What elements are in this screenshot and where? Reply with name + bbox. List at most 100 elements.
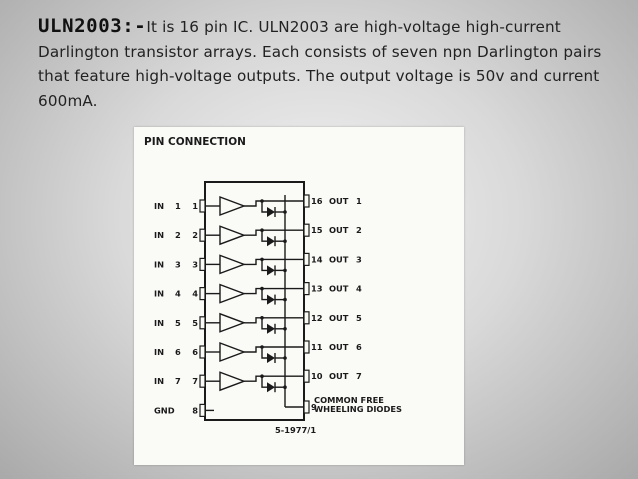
left-pin-index-3: 3 xyxy=(175,259,181,269)
left-pin-number-5: 5 xyxy=(192,318,198,328)
left-pin-stub-2 xyxy=(199,228,206,242)
left-pin-number-4: 4 xyxy=(192,289,198,299)
diode-lead-3 xyxy=(261,259,267,272)
left-pin-index-2: 2 xyxy=(175,230,181,240)
right-pin-label-1: OUT xyxy=(329,196,349,206)
left-pin-stub-7 xyxy=(199,374,206,388)
junction-dot-3 xyxy=(260,257,264,262)
right-pin-index-1: 1 xyxy=(356,196,362,206)
diode-triangle-3 xyxy=(267,265,275,276)
slide-body: It is 16 pin IC. ULN2003 are high-voltag… xyxy=(38,18,602,110)
left-pin-number-1: 1 xyxy=(192,201,198,211)
output-line-2 xyxy=(244,229,304,236)
left-pin-index-4: 4 xyxy=(175,289,181,299)
left-pin-label-2: IN xyxy=(154,230,164,240)
right-pin-index-3: 3 xyxy=(356,254,362,264)
left-pin-stub-6 xyxy=(199,345,206,359)
bus-dot-3 xyxy=(283,268,287,273)
buffer-triangle-5 xyxy=(219,312,246,333)
left-pin-number-8: 8 xyxy=(192,405,198,415)
diode-triangle-6 xyxy=(267,353,275,363)
right-pin-number-4: 13 xyxy=(311,284,323,294)
diode-triangle-1 xyxy=(267,207,275,217)
junction-dot-5 xyxy=(260,316,264,320)
figure-code: 5-1977/1 xyxy=(275,425,316,435)
left-pin-index-5: 5 xyxy=(175,318,181,328)
left-pin-label-7: IN xyxy=(154,376,164,386)
buffer-triangle-1 xyxy=(219,195,246,217)
junction-dot-7 xyxy=(260,374,264,378)
output-line-7 xyxy=(244,375,304,382)
left-pin-stub-8 xyxy=(199,403,206,417)
right-pin-stub-6 xyxy=(303,340,310,354)
bus-dot-2 xyxy=(283,239,287,243)
right-pin-stub-3 xyxy=(303,252,310,267)
pin9-number: 9 xyxy=(311,402,317,412)
left-pin-stub-4 xyxy=(199,287,206,301)
right-pin-index-5: 5 xyxy=(356,313,362,323)
output-line-3 xyxy=(244,258,304,266)
diode-triangle-7 xyxy=(267,382,275,393)
right-pin-label-4: OUT xyxy=(329,284,349,294)
left-pin-label-8: GND xyxy=(154,405,175,415)
bus-dot-4 xyxy=(283,297,287,302)
right-pin-number-1: 16 xyxy=(311,196,323,206)
right-pin-number-3: 14 xyxy=(311,254,323,264)
right-pin-index-2: 2 xyxy=(356,225,362,235)
diode-triangle-2 xyxy=(267,236,275,247)
diode-lead-4 xyxy=(261,288,267,301)
left-pin-index-1: 1 xyxy=(175,201,181,211)
slide-text: ULN2003:-It is 16 pin IC. ULN2003 are hi… xyxy=(38,14,618,113)
left-pin-index-7: 7 xyxy=(175,376,181,386)
pin9-text-line2: WHEELING DIODES xyxy=(314,404,402,414)
right-pin-label-5: OUT xyxy=(329,313,349,323)
left-pin-number-3: 3 xyxy=(192,259,198,269)
right-pin-number-6: 11 xyxy=(311,342,323,352)
right-pin-label-3: OUT xyxy=(329,254,349,264)
junction-dot-2 xyxy=(260,228,264,232)
buffer-triangle-7 xyxy=(219,371,246,392)
diode-lead-7 xyxy=(261,376,267,388)
left-pin-stub-1 xyxy=(199,199,206,213)
left-pin-number-7: 7 xyxy=(192,376,198,386)
bus-dot-6 xyxy=(283,356,287,360)
slide-heading: ULN2003:- xyxy=(38,15,147,37)
right-pin-label-6: OUT xyxy=(329,342,349,352)
bus-dot-7 xyxy=(283,385,287,390)
left-pin-label-1: IN xyxy=(154,201,164,211)
junction-dot-1 xyxy=(260,199,264,203)
bus-dot-1 xyxy=(283,210,287,214)
buffer-triangle-4 xyxy=(219,283,246,304)
output-line-6 xyxy=(244,346,304,353)
pin9-stub xyxy=(303,400,310,414)
pin9-text-line1: COMMON FREE xyxy=(314,395,384,405)
diode-triangle-5 xyxy=(267,323,275,334)
junction-dot-4 xyxy=(260,286,264,291)
right-pin-stub-4 xyxy=(303,282,310,296)
diode-lead-6 xyxy=(261,347,267,359)
right-pin-stub-1 xyxy=(303,194,310,208)
junction-dot-6 xyxy=(260,345,264,349)
buffer-triangle-3 xyxy=(219,254,246,275)
figure-title: PIN CONNECTION xyxy=(144,136,246,148)
output-line-4 xyxy=(244,287,304,295)
left-pin-number-6: 6 xyxy=(192,347,198,357)
diode-lead-5 xyxy=(261,317,267,330)
right-pin-stub-2 xyxy=(303,223,310,237)
left-pin-label-6: IN xyxy=(154,347,164,357)
ic-body xyxy=(204,181,305,421)
output-line-1 xyxy=(244,200,304,207)
right-pin-label-7: OUT xyxy=(329,371,349,381)
output-line-5 xyxy=(244,317,304,324)
left-pin-stub-3 xyxy=(199,257,206,271)
left-pin-stub-5 xyxy=(199,316,206,330)
bus-dot-5 xyxy=(283,327,287,331)
diode-lead-2 xyxy=(261,230,267,242)
left-pin-label-4: IN xyxy=(154,289,164,299)
right-pin-index-7: 7 xyxy=(356,371,362,381)
diode-lead-1 xyxy=(261,201,267,213)
left-pin-index-6: 6 xyxy=(175,347,181,357)
buffer-triangle-6 xyxy=(219,341,246,363)
